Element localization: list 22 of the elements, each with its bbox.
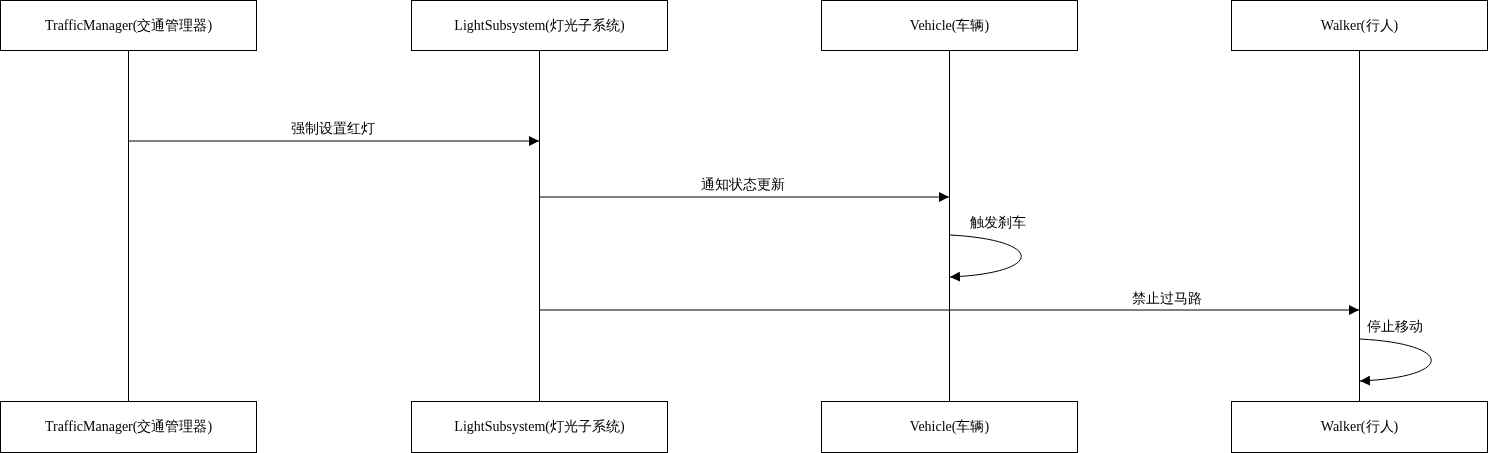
message-arrow (539, 192, 950, 202)
participant-box: Walker(行人) (1231, 0, 1488, 51)
participant-box: TrafficManager(交通管理器) (0, 401, 257, 453)
participant-box: TrafficManager(交通管理器) (0, 0, 257, 51)
self-message-arrow (1359, 338, 1432, 386)
lifeline (1359, 51, 1360, 401)
message-label: 停止移动 (1367, 318, 1423, 336)
message-label: 禁止过马路 (1132, 290, 1202, 308)
participant-box: Vehicle(车辆) (821, 401, 1078, 453)
lifeline (949, 51, 950, 401)
message-arrow (128, 136, 540, 146)
message-label: 通知状态更新 (701, 176, 785, 194)
participant-box: Vehicle(车辆) (821, 0, 1078, 51)
message-label: 强制设置红灯 (291, 120, 375, 138)
participant-box: LightSubsystem(灯光子系统) (411, 0, 668, 51)
self-message-arrow (949, 234, 1022, 282)
message-label: 触发刹车 (970, 214, 1026, 232)
participant-box: LightSubsystem(灯光子系统) (411, 401, 668, 453)
lifeline (128, 51, 129, 401)
lifeline (539, 51, 540, 401)
message-arrow (539, 305, 1360, 315)
participant-box: Walker(行人) (1231, 401, 1488, 453)
